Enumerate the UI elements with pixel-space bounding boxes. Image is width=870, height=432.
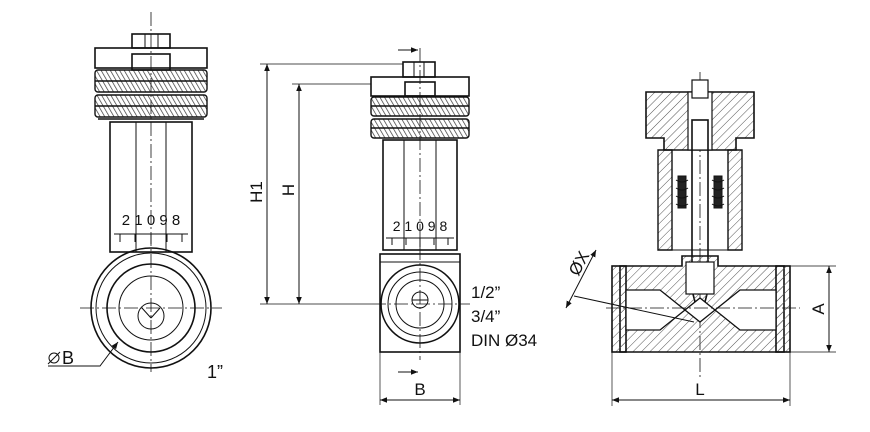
dim-l-label: L (695, 380, 704, 399)
dim-h1-label: H1 (247, 181, 266, 203)
front-view: 2 1 0 9 8 B 1” (47, 12, 223, 382)
front-stem-body (109, 121, 193, 253)
side-scale-digits: 2 1 0 9 8 (393, 218, 448, 234)
front-cap (94, 47, 208, 69)
connection-size-2: 3/4” (471, 307, 501, 326)
dim-h-label: H (279, 184, 298, 196)
dim-a-label: A (809, 303, 828, 315)
front-diameter-label: B (62, 348, 74, 368)
front-scale-digits: 2 1 0 9 8 (122, 212, 180, 229)
side-body-block (379, 253, 461, 353)
side-knurled-rings (370, 96, 470, 139)
connection-size-1: 1/2” (471, 283, 501, 302)
front-knurled-rings (94, 69, 208, 118)
front-size-label: 1” (207, 362, 223, 382)
section-view: ØX A L (565, 72, 836, 406)
connection-size-3: DIN Ø34 (471, 331, 537, 350)
section-packing (675, 175, 725, 209)
dim-bore-label: ØX (565, 248, 593, 279)
dim-b-label: B (414, 380, 425, 399)
side-view: 2 1 0 9 8 H1 H B 1/2” 3/4” DIN Ø34 (247, 47, 537, 405)
